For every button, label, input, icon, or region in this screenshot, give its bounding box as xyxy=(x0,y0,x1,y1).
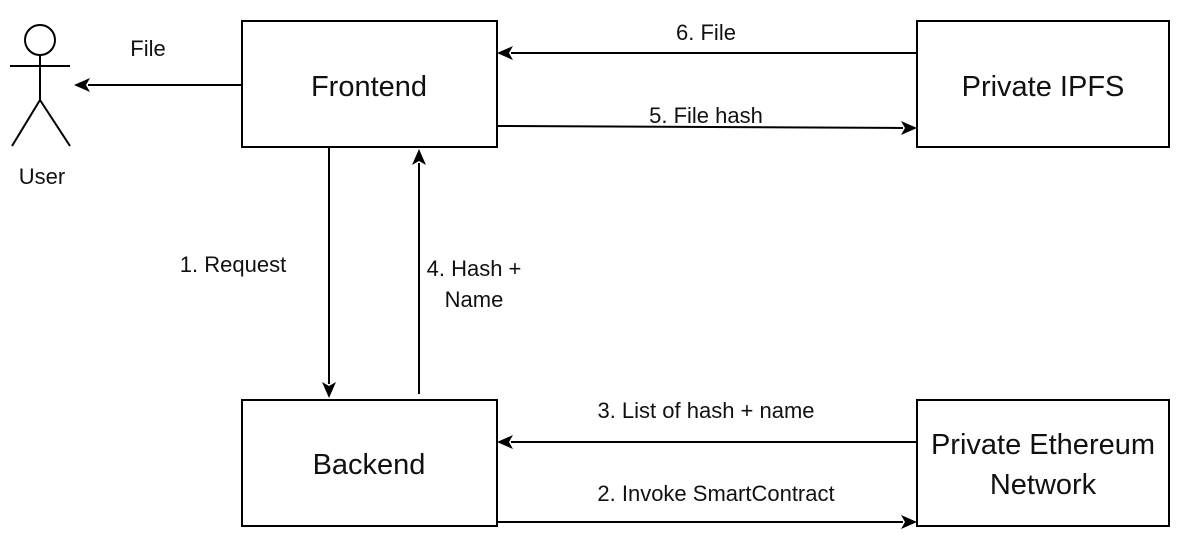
edge-label-file-to-user: File xyxy=(130,36,165,61)
arrowhead xyxy=(497,435,513,449)
edge-label-file-hash: 5. File hash xyxy=(649,103,763,128)
arrowhead xyxy=(322,382,336,398)
frontend-node: Frontend xyxy=(241,20,498,148)
user-right-leg xyxy=(39,99,71,147)
user-left-leg xyxy=(11,99,41,147)
edge-label-hash-name-line1: 4. Hash + xyxy=(427,256,522,281)
ethereum-node: Private Ethereum Network xyxy=(916,399,1170,527)
frontend-label: Frontend xyxy=(311,71,427,103)
ipfs-node: Private IPFS xyxy=(916,20,1170,148)
backend-box xyxy=(241,399,498,527)
edge-label-hash-name-line2: Name xyxy=(445,287,504,312)
ipfs-label: Private IPFS xyxy=(962,71,1125,103)
arrowhead xyxy=(497,46,513,60)
ethereum-box xyxy=(916,399,1170,527)
arrowhead xyxy=(901,515,917,529)
edge-file-to-user xyxy=(74,78,242,92)
ipfs-box xyxy=(916,20,1170,148)
user-label: User xyxy=(19,164,65,189)
user-actor xyxy=(10,24,71,147)
edge-invoke xyxy=(497,515,917,529)
arrowhead xyxy=(901,121,917,135)
edge-request xyxy=(322,147,336,398)
user-head xyxy=(24,24,56,56)
edge-label-invoke: 2. Invoke SmartContract xyxy=(597,481,834,506)
ethereum-label-line1: Private Ethereum xyxy=(931,429,1155,461)
edge-file-from-ipfs xyxy=(497,46,917,60)
edge-list xyxy=(497,435,917,449)
ethereum-label-line2: Network xyxy=(990,469,1097,501)
edge-label-list: 3. List of hash + name xyxy=(597,398,814,423)
backend-node: Backend xyxy=(241,399,498,527)
arrowhead xyxy=(412,149,426,165)
arrowhead xyxy=(74,78,90,92)
edge-label-file-from-ipfs: 6. File xyxy=(676,20,736,45)
edge-file-hash xyxy=(496,121,917,135)
edge-label-request: 1. Request xyxy=(180,252,286,277)
edge-hash-name xyxy=(412,149,426,394)
backend-label: Backend xyxy=(313,449,426,481)
